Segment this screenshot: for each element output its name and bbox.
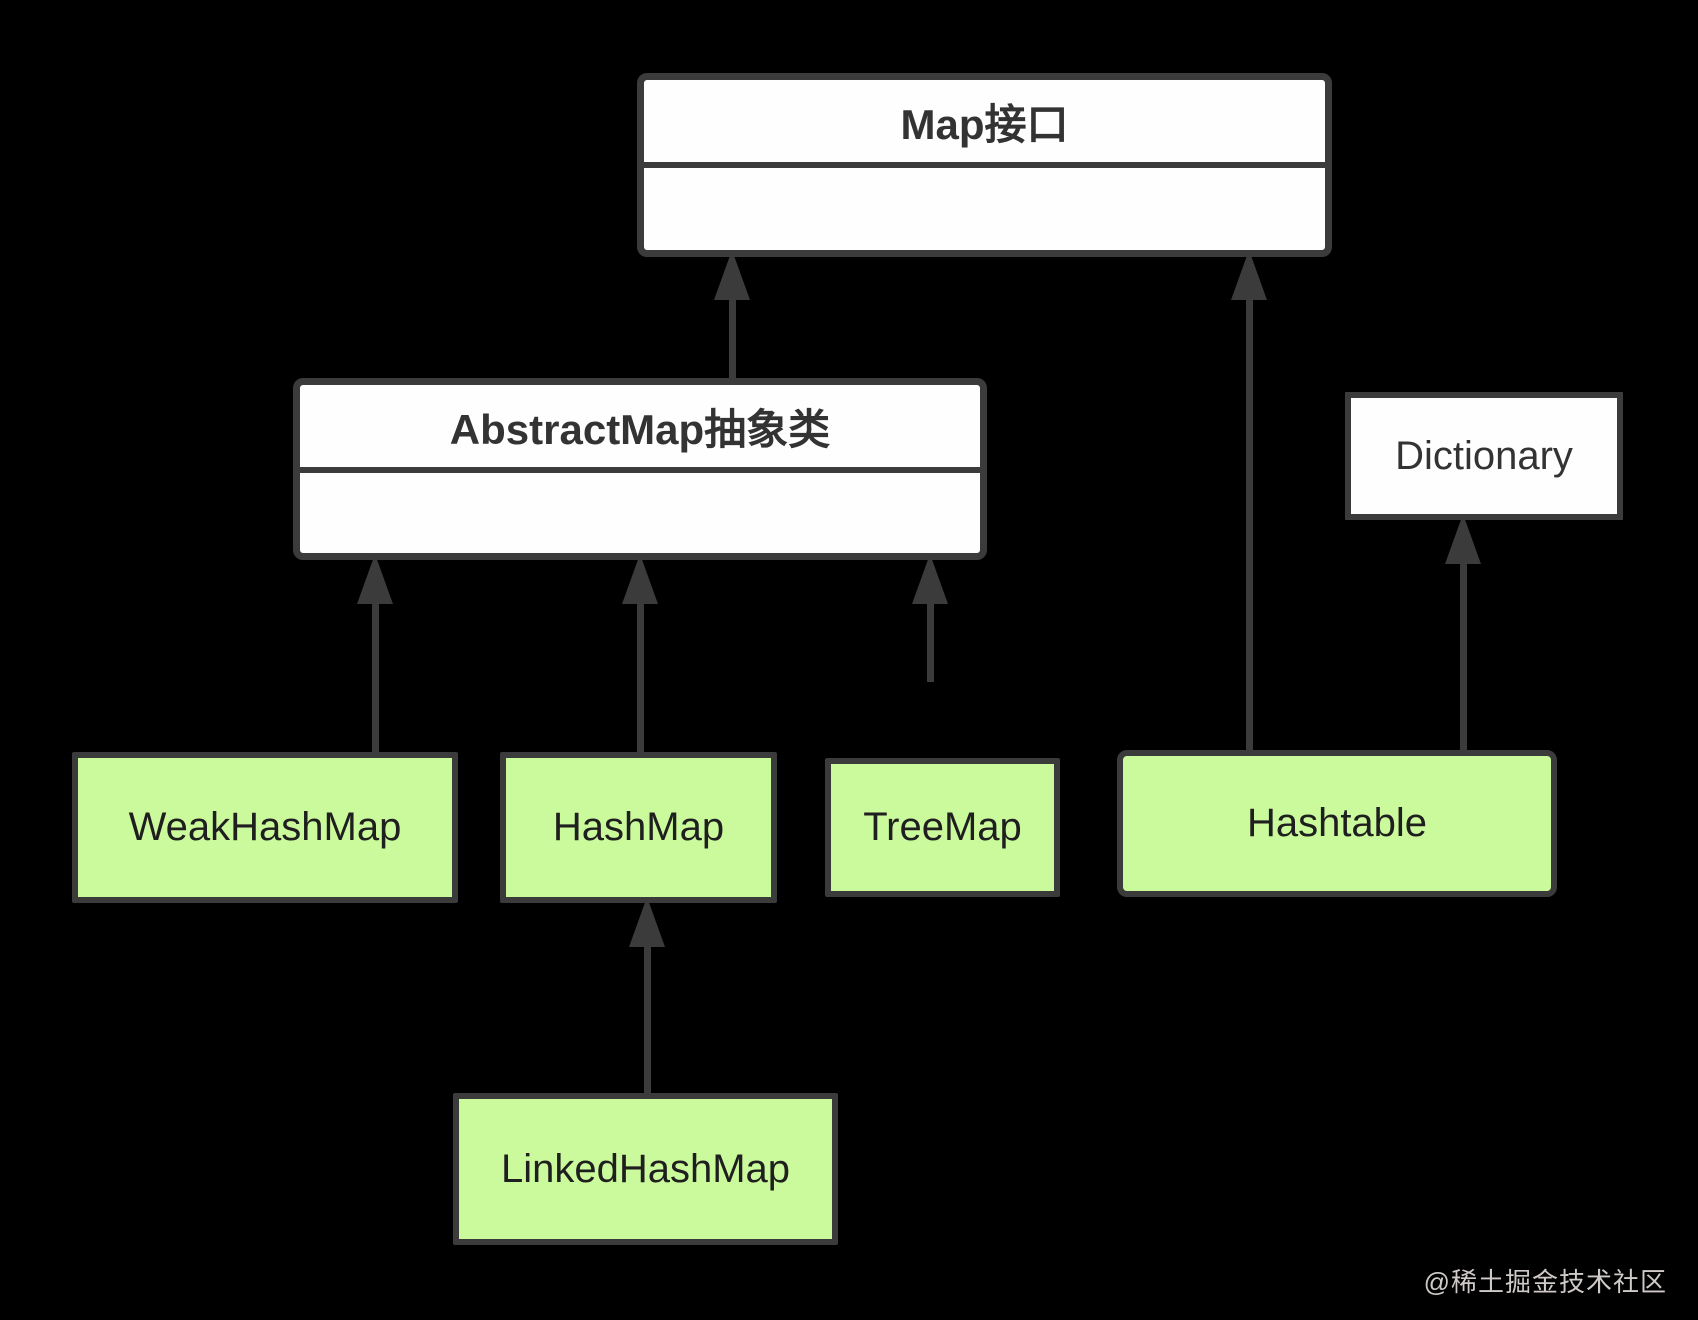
node-linked-hash-map-label: LinkedHashMap [500,1146,791,1191]
node-weak-hash-map: WeakHashMap [72,752,458,903]
arrowhead-up-icon [714,250,750,300]
arrow-shaft [643,947,651,1093]
node-hash-map-label: HashMap [552,805,725,849]
node-hashtable-label: Hashtable [1246,801,1428,845]
arrowhead-up-icon [629,897,665,947]
node-linked-hash-map: LinkedHashMap [453,1093,838,1245]
arrowhead-up-icon [1231,250,1267,300]
node-dictionary-label: Dictionary [1395,433,1573,478]
arrowhead-up-icon [912,554,948,604]
arrow-shaft [728,300,736,378]
arrow-shaft [371,604,379,752]
arrowhead-up-icon [1445,514,1481,564]
inheritance-arrow-hashtable-to-map [1231,250,1267,750]
node-tree-map: TreeMap [825,758,1060,897]
node-map-interface-title: Map接口 [644,80,1325,168]
inheritance-arrow-weakhashmap-to-abstractmap [357,554,393,752]
arrow-shaft [636,604,644,752]
arrowhead-up-icon [622,554,658,604]
watermark: @稀土掘金技术社区 [1423,1267,1667,1297]
arrowhead-up-icon [357,554,393,604]
inheritance-arrow-abstractmap-to-map [714,250,750,378]
node-abstract-map: AbstractMap抽象类 [293,378,987,560]
node-hash-map: HashMap [500,752,777,903]
inheritance-arrow-treemap-to-abstractmap [912,554,948,682]
node-weak-hash-map-label: WeakHashMap [128,805,402,849]
inheritance-arrow-hashtable-to-dictionary [1445,514,1481,750]
arrow-shaft [1245,300,1253,750]
arrow-shaft [926,604,934,682]
inheritance-arrow-hashmap-to-abstractmap [622,554,658,752]
node-tree-map-label: TreeMap [863,805,1022,849]
node-abstract-map-title: AbstractMap抽象类 [300,385,980,473]
inheritance-arrow-linkedhashmap-to-hashmap [629,897,665,1093]
node-hashtable: Hashtable [1117,750,1557,897]
arrow-shaft [1459,564,1467,750]
node-map-interface: Map接口 [637,73,1332,257]
node-dictionary: Dictionary [1345,392,1623,520]
